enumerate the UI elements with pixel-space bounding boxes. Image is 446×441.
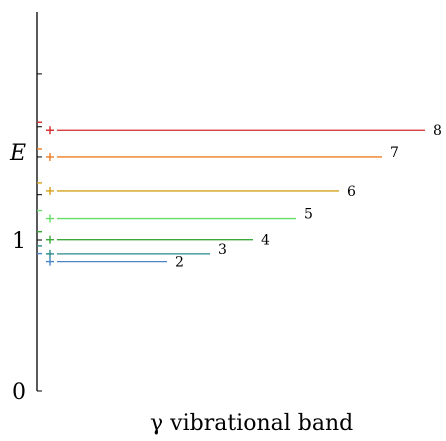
y-ticks: 01: [12, 73, 42, 405]
x-axis-label: γ vibrational band: [150, 411, 353, 436]
y-tick-label: 0: [12, 380, 26, 405]
level-label-8: 8: [433, 123, 442, 139]
level-label-4: 4: [261, 233, 270, 249]
energy-levels: 2 3 4 5 6 7 8: [37, 121, 442, 271]
level-label-2: 2: [175, 255, 184, 271]
level-label-3: 3: [218, 242, 227, 258]
level-label-6: 6: [347, 184, 356, 200]
level-label-5: 5: [304, 207, 313, 223]
level-label-7: 7: [390, 145, 399, 161]
y-tick-label: 1: [12, 229, 26, 254]
y-axis-label: E: [9, 141, 26, 166]
